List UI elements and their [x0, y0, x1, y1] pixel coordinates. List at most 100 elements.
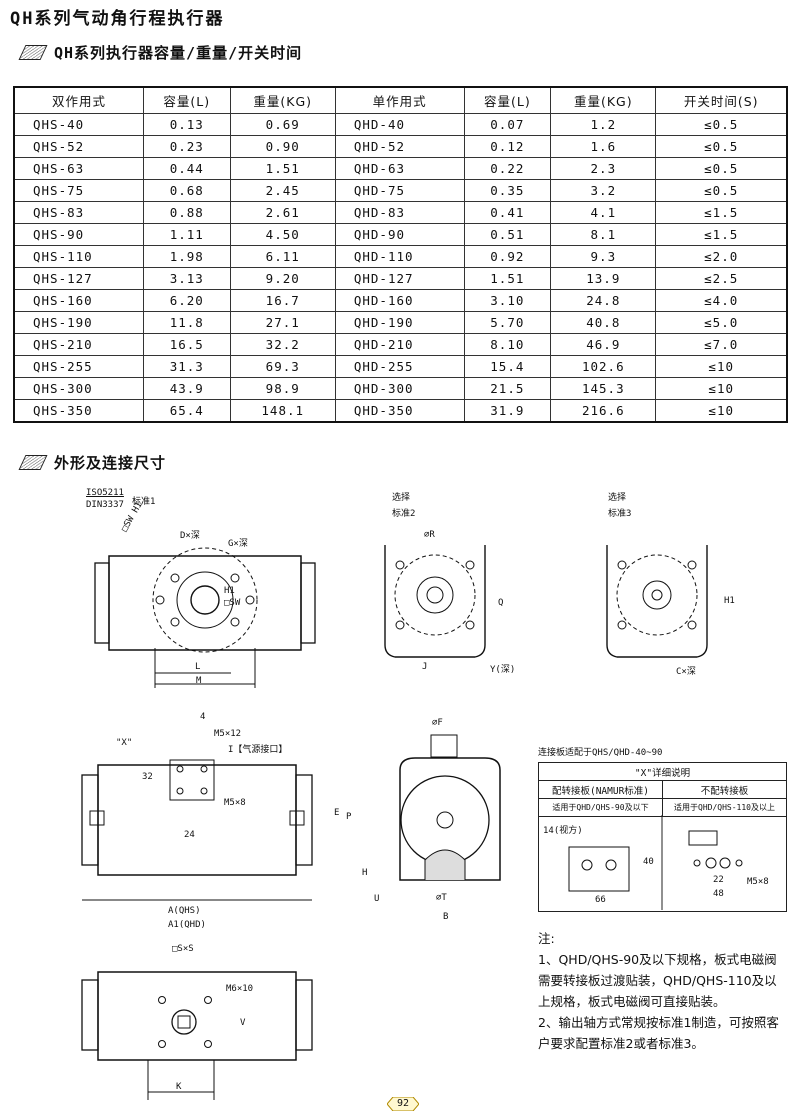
table-cell: 2.61 [229, 201, 336, 224]
dim-h1: H1 [224, 586, 235, 596]
table-cell: ≤1.5 [655, 201, 788, 224]
table-cell: 31.9 [463, 399, 552, 423]
table-cell: QHS-90 [13, 223, 144, 246]
xdetail-title-row: "X"详细说明 [539, 763, 786, 781]
table-cell: QHD-90 [334, 223, 465, 246]
table-cell: 216.6 [550, 399, 657, 423]
dim-k: K [176, 1082, 182, 1092]
dim-u: U [374, 894, 380, 904]
xdetail-title: "X"详细说明 [634, 767, 691, 779]
table-cell: 15.4 [463, 355, 552, 378]
table-cell: QHS-127 [13, 267, 144, 290]
dim-d-depth: D×深 [180, 531, 200, 541]
table-cell: 145.3 [550, 377, 657, 400]
table-cell: ≤7.0 [655, 333, 788, 356]
table-cell: ≤10 [655, 377, 788, 400]
table-cell: QHS-210 [13, 333, 144, 356]
dim-m: M [196, 676, 202, 686]
page-number-text: 92 [396, 1098, 410, 1109]
dim-t: ∅T [436, 893, 447, 903]
header-cell: 单作用式 [334, 86, 465, 114]
dim-4: 4 [200, 712, 206, 722]
xdetail-col2: 不配转接板 [662, 781, 786, 798]
table-cell: 9.3 [550, 245, 657, 268]
dim-j: J [422, 662, 428, 672]
notes-heading: 注: [538, 931, 555, 946]
std2-select: 选择 [392, 493, 411, 503]
xdetail-panel: "X"详细说明 配转接板(NAMUR标准) 不配转接板 适用于QHD/QHS-9… [538, 762, 787, 912]
page-number: 92 [387, 1097, 419, 1111]
dim-p: P [346, 812, 352, 822]
dim-l: L [195, 662, 201, 672]
spec-table: 双作用式 容量(L) 重量(KG) 单作用式 容量(L) 重量(KG) 开关时间… [13, 86, 788, 423]
xdetail-col-row: 配转接板(NAMUR标准) 不配转接板 [539, 781, 786, 799]
xdetail-dim-m5x8: M5×8 [747, 877, 769, 887]
xdetail-col1: 配转接板(NAMUR标准) [551, 785, 650, 797]
table-cell: QHD-40 [334, 113, 465, 136]
std1-code2: DIN3337 [86, 500, 124, 510]
dim-i-port: I【气源接口】 [228, 745, 288, 755]
dim-g-depth: G×深 [228, 539, 248, 549]
table-cell: 6.11 [229, 245, 336, 268]
table-cell: 21.5 [463, 377, 552, 400]
table-cell: 0.22 [463, 157, 552, 180]
dim-x: "X" [116, 738, 133, 748]
table-cell: 2.45 [229, 179, 336, 202]
table-cell: 9.20 [229, 267, 336, 290]
table-cell: 0.68 [142, 179, 231, 202]
section-marker-icon [18, 45, 48, 60]
header-cell: 双作用式 [13, 86, 144, 114]
table-cell: 69.3 [229, 355, 336, 378]
table-cell: QHD-83 [334, 201, 465, 224]
table-cell: ≤10 [655, 355, 788, 378]
table-cell: 11.8 [142, 311, 231, 334]
drawing-end-view [395, 730, 505, 914]
table-cell: 1.98 [142, 245, 231, 268]
dim-y: Y(深) [490, 665, 516, 675]
table-cell: 5.70 [463, 311, 552, 334]
xdetail-sub1: 适用于QHD/QHS-90及以下 [552, 803, 649, 812]
table-cell: 1.11 [142, 223, 231, 246]
drawing-svg [606, 545, 708, 658]
section-heading-specs: QH系列执行器容量/重量/开关时间 [18, 42, 302, 63]
table-cell: QHD-63 [334, 157, 465, 180]
table-cell: 40.8 [550, 311, 657, 334]
table-cell: QHD-160 [334, 289, 465, 312]
table-cell: QHS-300 [13, 377, 144, 400]
table-cell: 4.1 [550, 201, 657, 224]
table-cell: QHS-83 [13, 201, 144, 224]
table-cell: 0.51 [463, 223, 552, 246]
dim-v: V [240, 1018, 246, 1028]
table-cell: 1.51 [463, 267, 552, 290]
header-cell: 重量(KG) [550, 86, 657, 114]
table-cell: QHS-160 [13, 289, 144, 312]
table-cell: ≤2.0 [655, 245, 788, 268]
dim-f: ∅F [432, 718, 443, 728]
table-header-row: 双作用式 容量(L) 重量(KG) 单作用式 容量(L) 重量(KG) 开关时间… [13, 86, 788, 114]
header-cell: 容量(L) [463, 86, 552, 114]
table-cell: 27.1 [229, 311, 336, 334]
table-cell: 8.1 [550, 223, 657, 246]
table-cell: QHS-40 [13, 113, 144, 136]
xdetail-caption: 连接板适配于QHS/QHD-40~90 [538, 748, 663, 758]
xdetail-dim-48: 48 [713, 889, 724, 899]
table-cell: 0.69 [229, 113, 336, 136]
table-cell: 0.13 [142, 113, 231, 136]
dim-h1b: H1 [724, 596, 735, 606]
drawing-svg [94, 547, 316, 688]
dim-c-depth: C×深 [676, 667, 696, 677]
xdetail-label-14: 14(视方) [543, 826, 583, 836]
drawing-svg [399, 734, 501, 881]
table-cell: 8.10 [463, 333, 552, 356]
dim-m6x10: M6×10 [226, 984, 254, 994]
section-title: 外形及连接尺寸 [54, 454, 167, 472]
table-cell: 65.4 [142, 399, 231, 423]
table-cell: QHD-210 [334, 333, 465, 356]
xdetail-drawing [568, 815, 743, 910]
table-cell: 3.13 [142, 267, 231, 290]
